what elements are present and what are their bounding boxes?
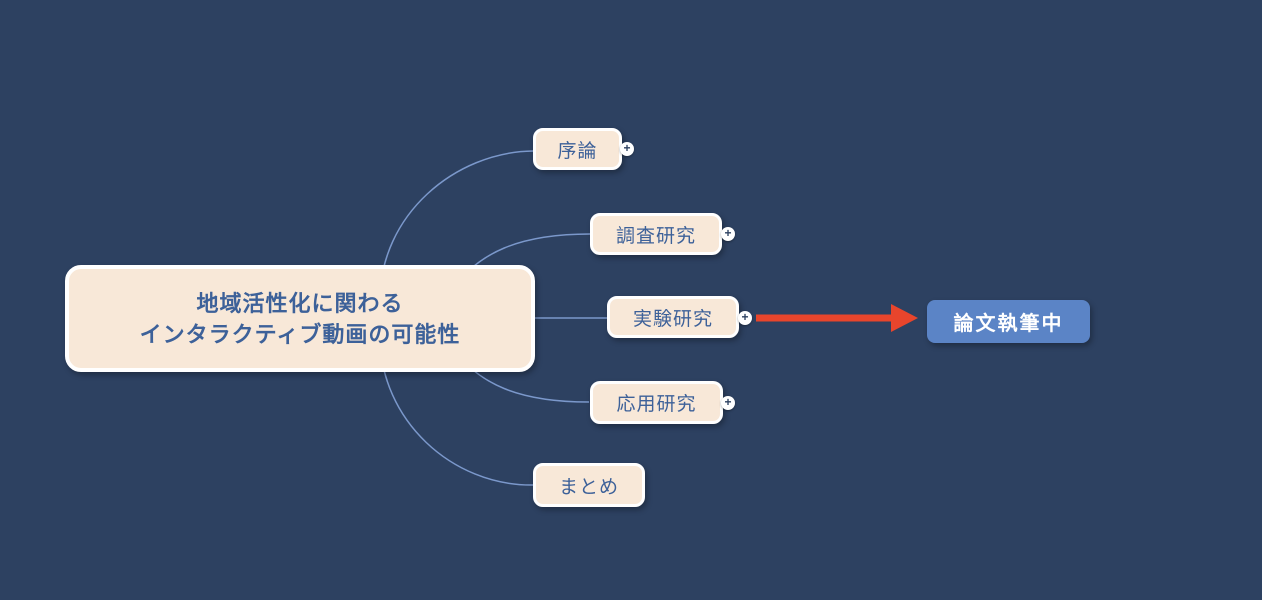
topic-introduction[interactable]: 序論 — [533, 128, 622, 170]
central-topic-label-line2: インタラクティブ動画の可能性 — [139, 321, 461, 347]
expand-icon[interactable]: + — [721, 227, 735, 241]
topic-label: 応用研究 — [616, 394, 697, 415]
topic-label: 序論 — [557, 140, 598, 162]
topic-summary[interactable]: まとめ — [533, 463, 645, 507]
central-topic[interactable]: 地域活性化に関わる インタラクティブ動画の可能性 — [65, 265, 535, 372]
expand-icon[interactable]: + — [721, 396, 735, 410]
topic-label: 調査研究 — [615, 225, 696, 247]
topic-experimental-research[interactable]: 実験研究 — [607, 296, 739, 338]
expand-icon[interactable]: + — [738, 311, 752, 325]
topic-applied-research[interactable]: 応用研究 — [590, 381, 723, 424]
topic-label: まとめ — [558, 476, 619, 498]
central-topic-label-line1: 地域活性化に関わる — [196, 290, 404, 316]
expand-icon[interactable]: + — [620, 142, 634, 156]
callout-topic-writing-paper[interactable]: 論文執筆中 — [927, 300, 1090, 343]
callout-label: 論文執筆中 — [953, 313, 1064, 335]
topic-label: 実験研究 — [632, 308, 713, 330]
relationship-arrow[interactable] — [756, 304, 918, 332]
topic-survey-research[interactable]: 調査研究 — [590, 213, 722, 255]
relationship-arrowhead-icon — [891, 304, 918, 332]
